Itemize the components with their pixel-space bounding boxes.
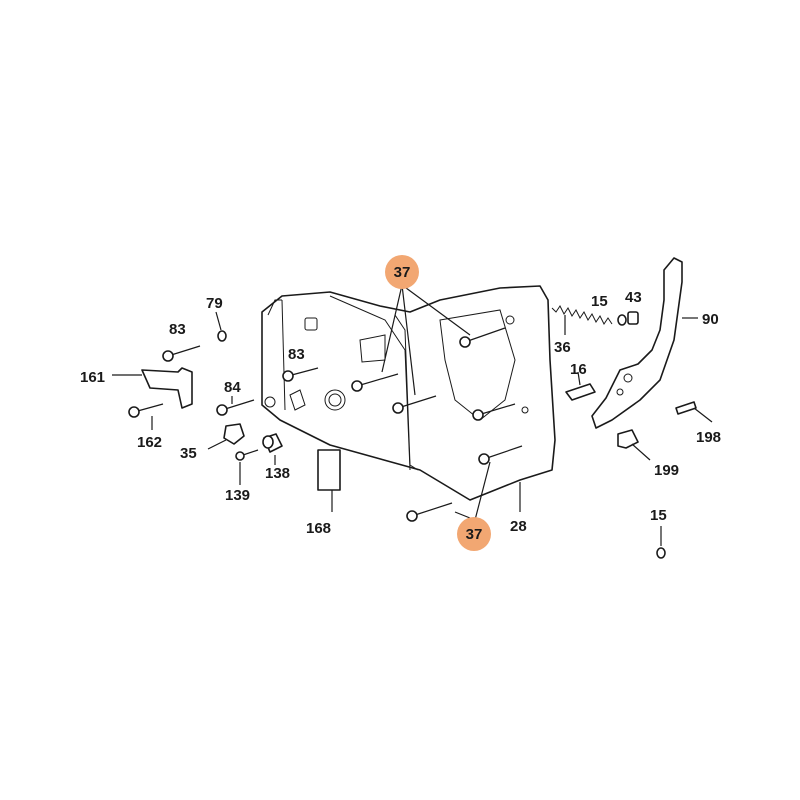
- screw-83-mid: [282, 367, 319, 382]
- part-label-139: 139: [225, 487, 251, 504]
- pin-198: [675, 401, 713, 423]
- part-label-84: 84: [224, 379, 241, 396]
- screw-139: [235, 449, 259, 461]
- screw-37-a: [459, 327, 506, 348]
- screw-37-d: [472, 403, 516, 421]
- part-label-35: 35: [180, 445, 197, 462]
- spring-36: [551, 305, 613, 335]
- part-label-83-left: 83: [169, 321, 186, 338]
- screw-37-c: [392, 395, 437, 414]
- screw-37-f: [406, 502, 453, 522]
- pin-16: [565, 371, 596, 401]
- part-label-15-bottom: 15: [650, 507, 667, 524]
- washer-79: [217, 330, 227, 342]
- screw-43: [627, 311, 639, 325]
- part-label-37-bottom[interactable]: 37: [457, 517, 491, 551]
- screw-37-b: [351, 373, 399, 392]
- screw-84: [216, 399, 255, 416]
- bracket-161: [112, 367, 193, 409]
- washer-15-bottom: [656, 547, 666, 559]
- part-label-37-top[interactable]: 37: [385, 255, 419, 289]
- part-label-83-mid: 83: [288, 346, 305, 363]
- part-label-79: 79: [206, 295, 223, 312]
- pad-168: [317, 449, 341, 512]
- part-label-198: 198: [696, 429, 722, 446]
- screw-37-e: [478, 445, 523, 465]
- part-label-16: 16: [570, 361, 587, 378]
- part-label-15-top: 15: [591, 293, 608, 310]
- part-label-161: 161: [80, 369, 106, 386]
- part-label-199: 199: [654, 462, 680, 479]
- leader-37-top: [381, 284, 471, 396]
- screw-83-left: [162, 345, 201, 362]
- part-label-43: 43: [625, 289, 642, 306]
- part-label-90: 90: [702, 311, 719, 328]
- plug-35: [207, 423, 245, 450]
- part-label-162: 162: [137, 434, 163, 451]
- washer-15-top: [617, 314, 627, 326]
- part-label-36: 36: [554, 339, 571, 356]
- housing-cover-28: [261, 285, 556, 501]
- bushing-138: [262, 433, 283, 453]
- part-label-168: 168: [306, 520, 332, 537]
- part-label-28: 28: [510, 518, 527, 535]
- bushing-199: [617, 429, 651, 461]
- lever-90: [591, 257, 698, 429]
- part-label-138: 138: [265, 465, 291, 482]
- screw-162: [128, 403, 164, 418]
